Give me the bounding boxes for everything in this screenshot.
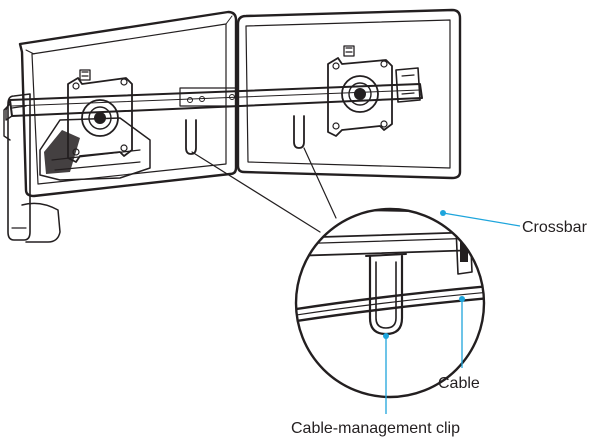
crossbar-leader-line bbox=[442, 212, 521, 227]
crossbar-drawing bbox=[5, 67, 423, 121]
cable-callout: Cable bbox=[438, 296, 480, 392]
right-monitor bbox=[236, 8, 462, 180]
crossbar-callout: Crossbar bbox=[440, 210, 588, 236]
detail-magnifier bbox=[294, 207, 486, 399]
crossbar-label: Crossbar bbox=[522, 219, 588, 236]
magnifier-connectors bbox=[191, 147, 337, 233]
left-vesa-plate bbox=[67, 69, 133, 163]
cable-clip-label: Cable-management clip bbox=[291, 420, 460, 437]
small-cable-clips bbox=[185, 115, 305, 155]
cable-label: Cable bbox=[438, 375, 480, 392]
cable-clip-callout: Cable-management clip bbox=[291, 333, 460, 437]
right-vesa-plate bbox=[327, 45, 393, 137]
left-monitor bbox=[18, 10, 238, 198]
